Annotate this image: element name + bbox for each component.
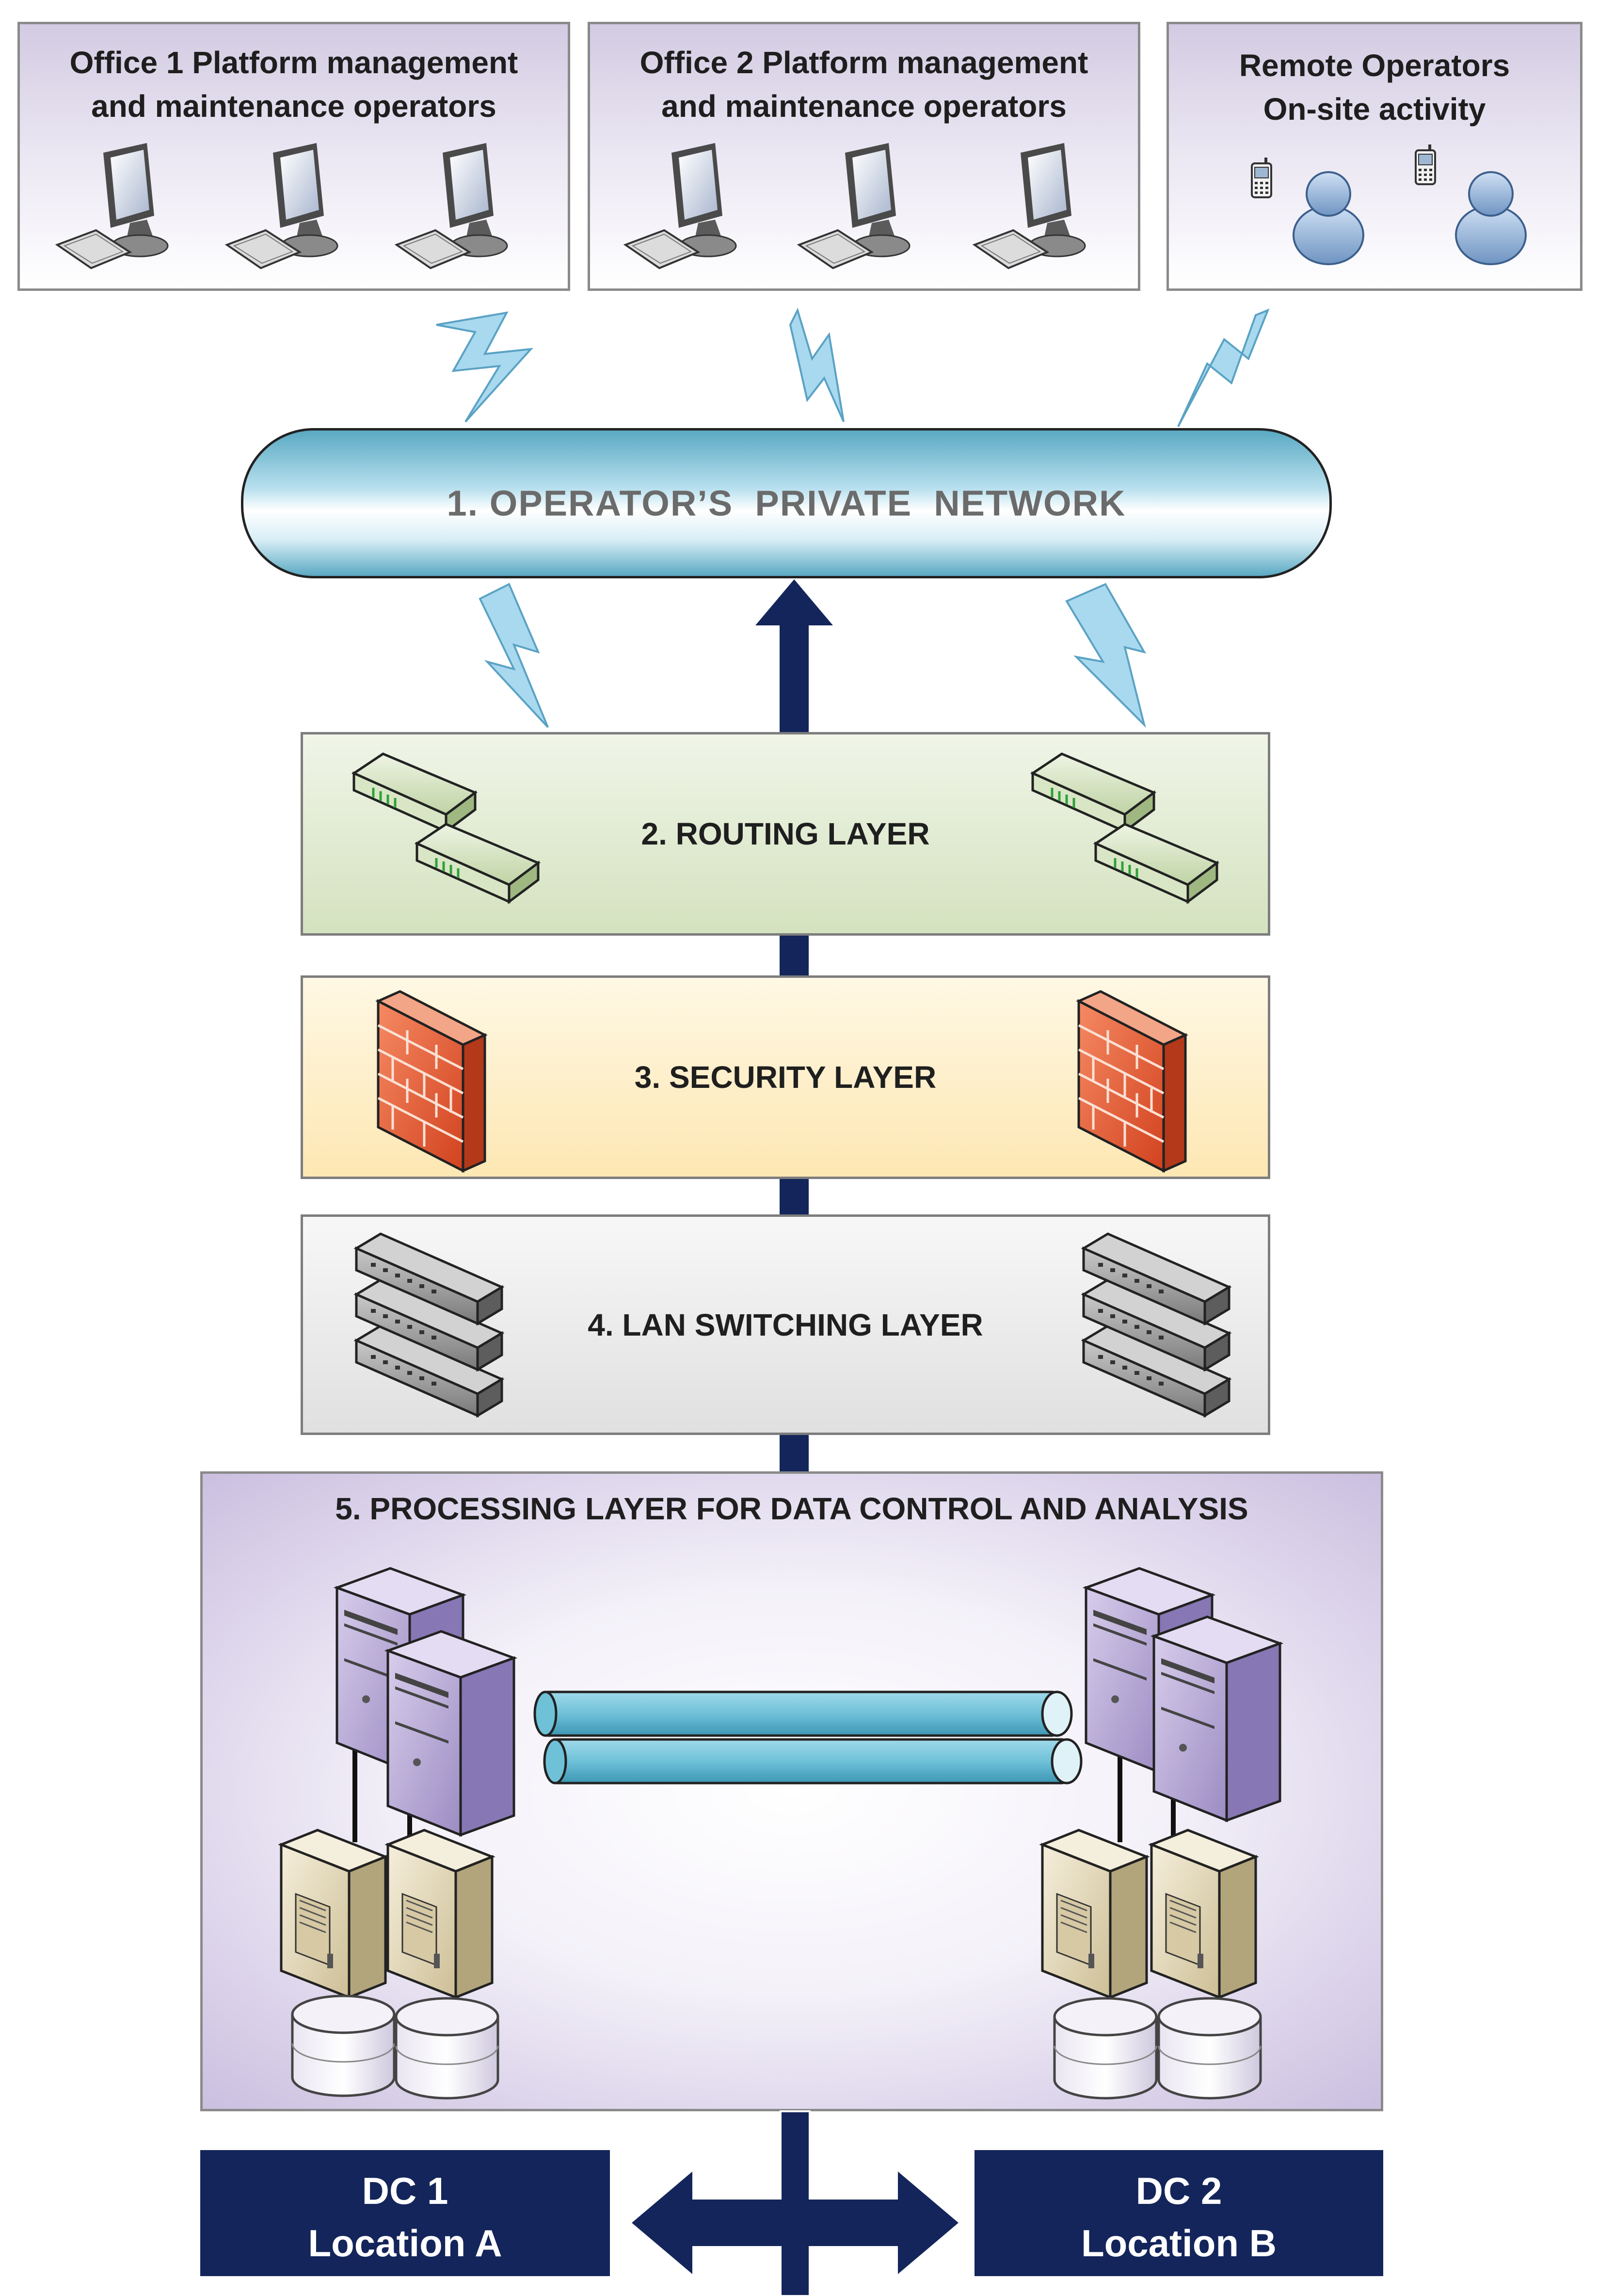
dc-link-arrow-icon (628, 2110, 962, 2296)
lightning-link-icon (1065, 583, 1147, 728)
lightning-link-icon (479, 583, 549, 728)
office-2-title-line1: Office 2 Platform management (639, 45, 1088, 80)
office-2-title-line2: and maintenance operators (661, 89, 1067, 124)
database-disk-icon (1156, 1995, 1263, 2104)
office-1-title-line2: and maintenance operators (91, 89, 496, 124)
server-icon (1154, 1617, 1285, 1825)
remote-operators-title-line1: Remote Operators (1239, 48, 1510, 83)
lightning-link-icon (789, 307, 845, 422)
database-disk-icon (1052, 1995, 1159, 2104)
dc1-location: Location A (308, 2222, 502, 2264)
lightning-link-icon (1177, 308, 1270, 427)
routing-layer-label: 2. ROUTING LAYER (641, 816, 930, 851)
dc1-box: DC 1 Location A (200, 2150, 610, 2276)
dc2-name: DC 2 (1135, 2169, 1222, 2212)
remote-operators-title-line2: On-site activity (1263, 92, 1486, 127)
remote-operators-title: Remote Operators On-site activity (1169, 44, 1580, 131)
dc1-name: DC 1 (362, 2169, 448, 2212)
private-network-label: 1. OPERATOR’S PRIVATE NETWORK (447, 483, 1126, 524)
database-disk-icon (290, 1993, 397, 2102)
server-cabinet-icon (1151, 1830, 1263, 2005)
dc2-location: Location B (1081, 2222, 1277, 2264)
office-1-title-line1: Office 1 Platform management (69, 45, 518, 80)
private-network-cloud: 1. OPERATOR’S PRIVATE NETWORK (241, 428, 1332, 578)
database-disk-icon (394, 1995, 500, 2104)
processing-layer-label: 5. PROCESSING LAYER FOR DATA CONTROL AND… (335, 1491, 1248, 1526)
security-layer-label: 3. SECURITY LAYER (634, 1060, 937, 1095)
dc2-box: DC 2 Location B (975, 2150, 1383, 2276)
server-cabinet-icon (281, 1830, 393, 2005)
lan-switching-layer-label: 4. LAN SWITCHING LAYER (588, 1307, 983, 1342)
office-1-title: Office 1 Platform management and mainten… (20, 41, 568, 128)
server-cabinet-icon (1042, 1830, 1154, 2005)
lightning-link-icon (436, 311, 533, 423)
pipe-link-icon (533, 1690, 1083, 1785)
server-icon (388, 1631, 519, 1840)
server-cabinet-icon (388, 1830, 499, 2005)
office-2-title: Office 2 Platform management and mainten… (590, 41, 1138, 128)
